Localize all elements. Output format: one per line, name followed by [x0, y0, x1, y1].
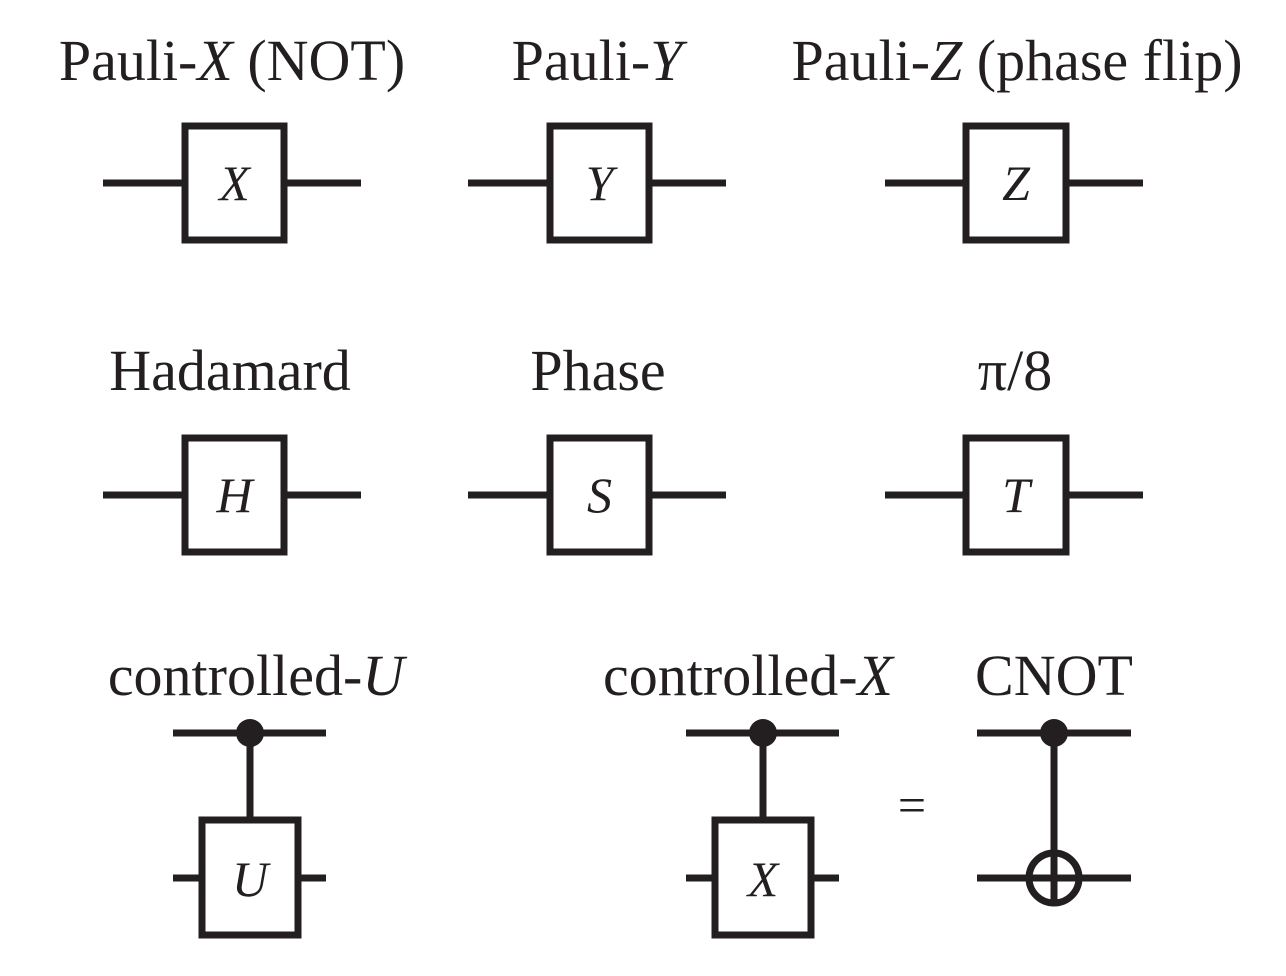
gate-box: [181, 122, 288, 244]
control-dot: [236, 719, 264, 747]
controlled-u-gate: controlled-U U: [108, 643, 408, 939]
control-dot: [749, 719, 777, 747]
pi-over-8-title: π/8: [978, 338, 1052, 403]
gate-symbol: S: [587, 467, 612, 523]
gate-box: [711, 816, 815, 939]
cnot-gate: CNOT: [975, 643, 1133, 907]
gate-box: [198, 816, 302, 939]
controlled-u-title: controlled-U: [108, 643, 408, 708]
cnot-title: CNOT: [975, 643, 1133, 708]
gate-symbol: X: [746, 851, 781, 907]
gate-symbol: U: [232, 851, 271, 907]
pauli-z-gate: Pauli-Z (phase flip) Z: [791, 28, 1243, 244]
gate-symbol: X: [217, 155, 252, 211]
gate-box: [546, 434, 653, 556]
gate-box: [181, 434, 288, 556]
gate-symbol: T: [1002, 467, 1033, 523]
phase-title: Phase: [530, 338, 665, 403]
gate-symbol: H: [215, 467, 255, 523]
equals-sign: =: [898, 777, 926, 833]
gate-box: [962, 434, 1070, 556]
pi-over-8-gate: π/8 T: [885, 338, 1143, 556]
gate-symbol: Z: [1002, 155, 1031, 211]
pauli-y-title: Pauli-Y: [512, 28, 689, 93]
controlled-x-gate: controlled-X X: [603, 643, 896, 939]
pauli-y-gate: Pauli-Y Y: [468, 28, 726, 244]
gate-symbol: Y: [586, 155, 619, 211]
gate-box: [546, 122, 653, 244]
pauli-x-gate: Pauli-X (NOT) X: [59, 28, 405, 244]
pauli-z-title: Pauli-Z (phase flip): [791, 28, 1242, 93]
control-dot: [1040, 719, 1068, 747]
hadamard-gate: Hadamard H: [103, 338, 361, 556]
hadamard-title: Hadamard: [109, 338, 351, 403]
pauli-x-title: Pauli-X (NOT): [59, 28, 405, 93]
controlled-x-title: controlled-X: [603, 643, 895, 708]
phase-gate: Phase S: [468, 338, 726, 556]
gate-box: [962, 122, 1070, 244]
